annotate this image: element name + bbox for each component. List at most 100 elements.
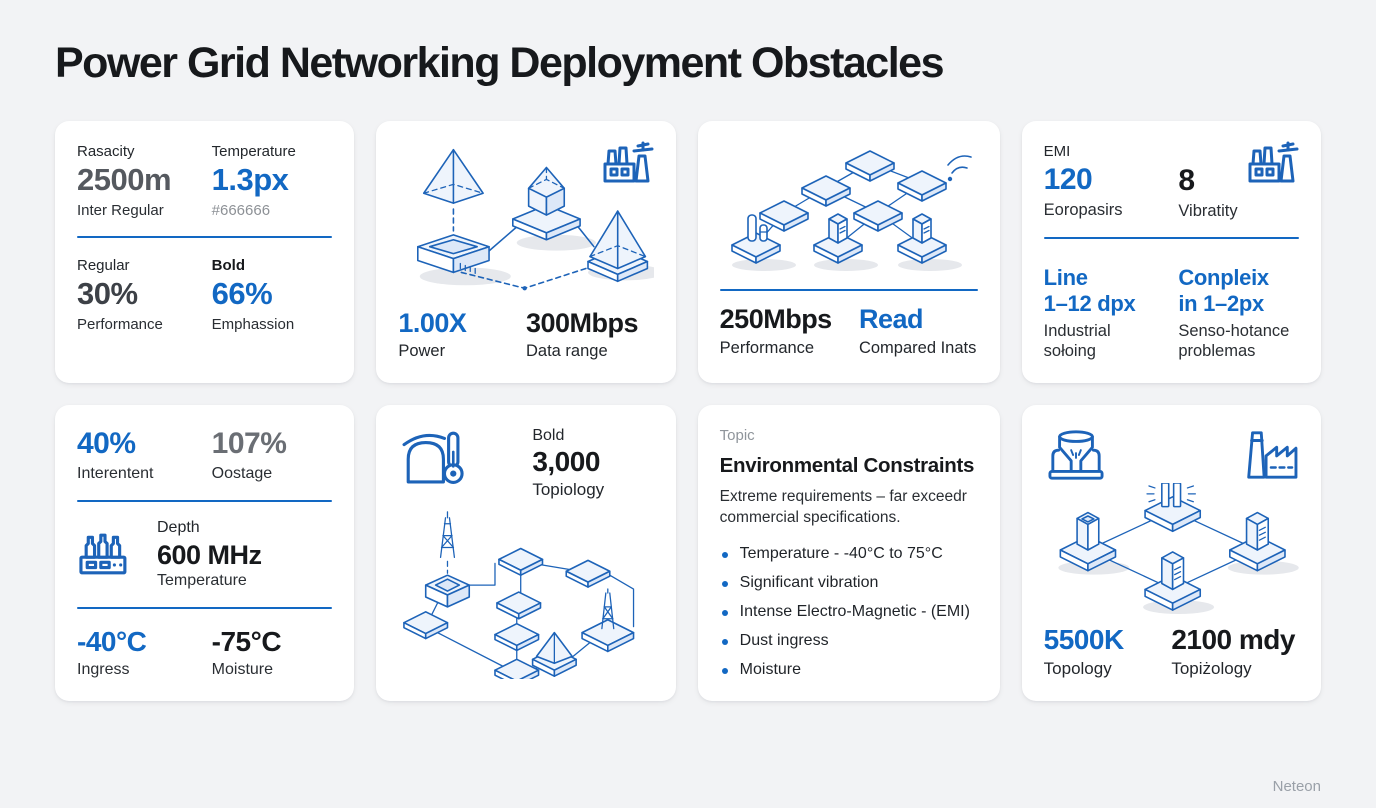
- stat-label: EMI: [1043, 143, 1071, 161]
- stat-bold: Bold 66% Emphassion: [212, 257, 333, 333]
- isometric-map-illustration: [403, 511, 635, 680]
- temp-row2: Depth 600 MHz Temperature: [77, 519, 332, 590]
- site-icons-row: [1044, 427, 1299, 483]
- stat-value: 40%: [77, 427, 136, 461]
- metrics-top-stats: Rasacity 2500m Inter Regular Temperature…: [77, 143, 332, 219]
- stat-vibratity: 8 Vibratity: [1178, 143, 1299, 221]
- divider: [77, 236, 333, 239]
- stat-value: Conpleix in 1–2px: [1178, 264, 1269, 316]
- stat-value: 1.00X: [398, 307, 467, 338]
- stat-sub: Emphassion: [211, 315, 295, 333]
- temp-row3: -40°C Ingress -75°C Moisture: [77, 626, 332, 679]
- server-tower-icon: [1160, 551, 1184, 591]
- stat-ingress: -40°C Ingress: [77, 626, 198, 679]
- divider: [719, 289, 978, 292]
- temp-row1: 40% Interentent 107% Oostage: [77, 427, 332, 483]
- stat-label: Topology: [1043, 659, 1112, 679]
- stat-value: 107%: [211, 427, 287, 461]
- mesh-stats: 250Mbps Performance Read Compared Inats: [720, 305, 978, 358]
- emitter-icon: [1146, 483, 1196, 508]
- stat-moisture: -75°C Moisture: [212, 626, 333, 679]
- list-item: Significant vibration: [720, 574, 978, 592]
- stat-rasacity: Rasacity 2500m Inter Regular: [77, 143, 198, 219]
- stat-performance: 250Mbps Performance: [720, 305, 859, 358]
- wifi-signal-icon: [947, 177, 952, 182]
- list-item: Moisture: [720, 661, 978, 679]
- factory-icon: [603, 141, 654, 183]
- list-item: Dust ingress: [720, 632, 978, 650]
- stat-label: Bold: [532, 427, 565, 445]
- stat-emi: EMI 120 Eoropasirs: [1044, 143, 1165, 221]
- bullet-dot-icon: [721, 639, 728, 646]
- metrics-bottom-stats: Regular 30% Performance Bold 66% Emphass…: [77, 257, 332, 333]
- factory-sawtooth-icon: [1247, 431, 1298, 479]
- water-tank-icon: [1048, 430, 1104, 480]
- tank-icon: [758, 224, 768, 243]
- stat-value: 1.3px: [211, 162, 289, 198]
- server-tower-icon: [1245, 512, 1269, 552]
- server-tower-icon: [827, 213, 848, 245]
- card-topology: Bold 3,000 Topiology: [376, 405, 676, 702]
- stat-value: 3,000: [532, 446, 600, 478]
- isometric-mesh-network-illustration: [730, 150, 972, 272]
- card-power: 1.00X Power 300Mbps Data range: [376, 121, 676, 384]
- topology-header: Bold 3,000 Topiology: [398, 427, 653, 511]
- stat-label: Depth: [157, 518, 200, 536]
- bullet-dot-icon: [721, 552, 728, 559]
- factory-icon: [79, 534, 127, 575]
- stat-label: Interentent: [77, 464, 154, 482]
- divider: [77, 499, 333, 502]
- stat-sub: Topiology: [532, 480, 605, 500]
- stat-label: Temperature: [211, 143, 296, 161]
- stat-data-range: 300Mbps Data range: [525, 307, 639, 362]
- stat-label: Compared Inats: [858, 338, 977, 357]
- list-item: Temperature - -40°C to 75°C: [720, 545, 978, 563]
- stat-topiology: Bold 3,000 Topiology: [532, 427, 604, 500]
- stat-value: 2500m: [77, 162, 172, 198]
- stat-value: Read: [858, 304, 924, 335]
- stat-label: Data range: [525, 342, 608, 361]
- divider: [77, 606, 333, 609]
- card-emi: EMI 120 Eoropasirs 8 Vibratity Line 1–12…: [1021, 121, 1321, 384]
- stat-value: 300Mbps: [525, 307, 639, 338]
- divider: [1043, 236, 1299, 239]
- brand-label: Neteon: [1272, 778, 1321, 795]
- stat-label: Moisture: [211, 661, 274, 679]
- chimney-icon: [746, 214, 757, 243]
- constraints-title: Environmental Constraints: [719, 454, 975, 478]
- stat-line-dpx: Line 1–12 dpx Industrial sołoing: [1044, 265, 1165, 362]
- tunnel-thermometer-icon: [402, 431, 464, 485]
- card-mesh: 250Mbps Performance Read Compared Inats: [697, 121, 1000, 384]
- stat-label: Topiżology: [1171, 659, 1252, 679]
- stat-value: 250Mbps: [719, 304, 833, 335]
- stat-label: Performance: [719, 338, 815, 357]
- stat-interentent: 40% Interentent: [77, 427, 198, 483]
- bullet-dot-icon: [721, 668, 728, 675]
- card-metrics: Rasacity 2500m Inter Regular Temperature…: [55, 121, 355, 384]
- stat-temperature: Temperature 1.3px #666666: [212, 143, 333, 219]
- stat-conpleix: Conpleix in 1–2px Senso-hotance problema…: [1178, 265, 1299, 362]
- emi-top-stats: EMI 120 Eoropasirs 8 Vibratity: [1044, 143, 1299, 221]
- stat-value: 66%: [211, 276, 273, 312]
- server-tower-icon: [911, 213, 932, 245]
- stat-power: 1.00X Power: [398, 307, 526, 362]
- stat-label: Bold: [211, 257, 245, 275]
- stat-sub: Performance: [77, 315, 163, 333]
- cards-grid: Rasacity 2500m Inter Regular Temperature…: [55, 121, 1321, 702]
- stat-value: Line 1–12 dpx: [1043, 264, 1136, 316]
- stat-label: Rasacity: [77, 143, 135, 161]
- isometric-pyramids-network-illustration: [417, 149, 654, 291]
- stat-value: 600 MHz: [157, 539, 262, 570]
- stat-depth: Depth 600 MHz Temperature: [157, 519, 262, 590]
- stat-oostage: 107% Oostage: [212, 427, 333, 483]
- card-environmental-constraints: Topic Environmental Constraints Extreme …: [697, 405, 1000, 702]
- stat-regular: Regular 30% Performance: [77, 257, 198, 333]
- bullet-dot-icon: [721, 581, 728, 588]
- stat-label: Oostage: [211, 464, 273, 482]
- stat-label: Ingress: [77, 661, 130, 679]
- server-tower-icon: [1075, 512, 1100, 552]
- stat-value: 5500K: [1043, 623, 1125, 655]
- constraints-description: Extreme requirements – far exceedr comme…: [719, 488, 967, 527]
- card-site-topology: 5500K Topology 2100 mdy Topiżology: [1021, 405, 1321, 702]
- bullet-dot-icon: [721, 610, 728, 617]
